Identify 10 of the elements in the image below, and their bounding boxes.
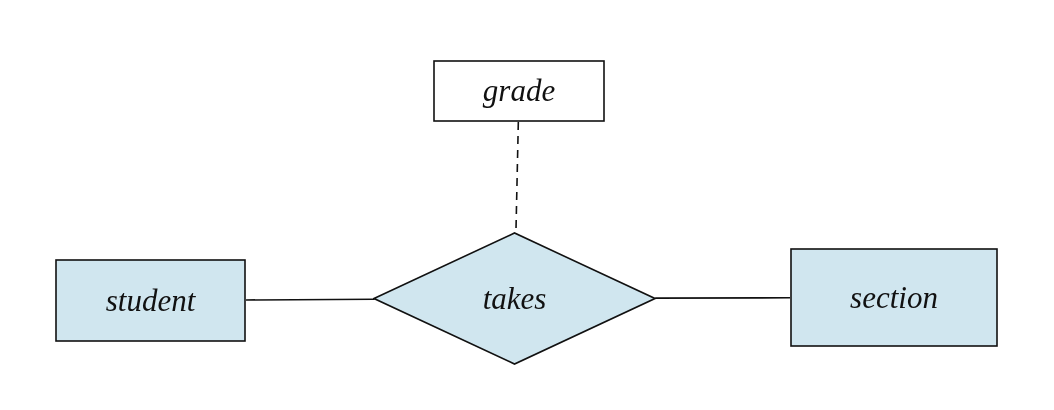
node-label: student xyxy=(105,282,196,319)
entity-box xyxy=(55,259,246,342)
connector-line xyxy=(654,296,791,299)
connector-line xyxy=(245,298,376,301)
node-label: section xyxy=(850,279,938,316)
attribute-box xyxy=(433,60,605,122)
node-label: grade xyxy=(482,73,556,109)
relationship-diamond xyxy=(373,232,656,365)
node-label: takes xyxy=(482,280,547,317)
entity-box xyxy=(790,248,998,347)
